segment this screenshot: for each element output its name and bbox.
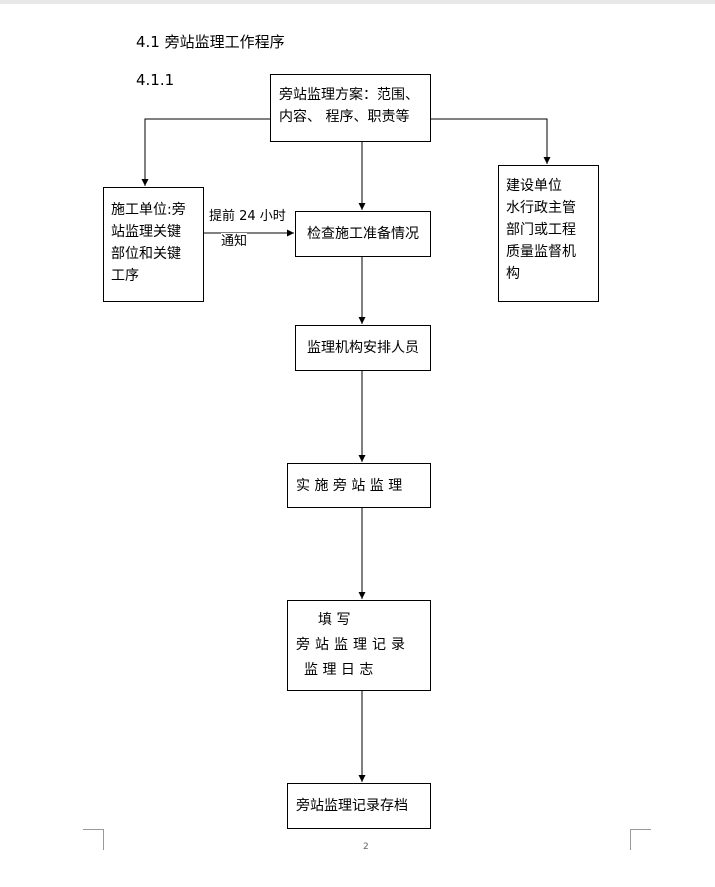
node-supervision-plan-line-1: 旁站监理方案：范围、 xyxy=(279,87,419,103)
node-contractor: 施工单位:旁 站监理关键 部位和关键 工序 xyxy=(103,187,204,302)
node-contractor-line-4: 工序 xyxy=(111,268,139,284)
notify-label-line-2: 通知 xyxy=(221,233,248,251)
node-owner-authority-line-3: 部门或工程 xyxy=(506,222,576,238)
edge-plan-to-owner xyxy=(431,118,551,164)
node-supervision-plan: 旁站监理方案：范围、 内容、 程序、职责等 xyxy=(270,74,431,142)
node-check-preparation: 检查施工准备情况 xyxy=(295,211,431,257)
node-implement-supervision: 实 施 旁 站 监 理 xyxy=(287,463,431,508)
node-contractor-line-2: 站监理关键 xyxy=(111,224,181,240)
node-owner-authority-line-2: 水行政主管 xyxy=(506,200,576,216)
subsection-number: 4.1.1 xyxy=(136,71,175,89)
node-owner-authority: 建设单位 水行政主管 部门或工程 质量监督机 构 xyxy=(498,165,599,302)
node-owner-authority-line-4: 质量监督机 xyxy=(506,244,576,260)
node-contractor-line-1: 施工单位:旁 xyxy=(111,202,186,218)
node-fill-records-line-2: 旁站监理记录 xyxy=(296,637,410,653)
section-heading: 4.1 旁站监理工作程序 xyxy=(136,33,285,51)
node-supervision-plan-line-2: 内容、 程序、职责等 xyxy=(279,109,410,125)
node-fill-records: 填 写 旁站监理记录 监 理 日 志 xyxy=(287,600,431,691)
node-archive-records-label: 旁站监理记录存档 xyxy=(296,798,408,814)
margin-corner-left xyxy=(83,829,104,850)
node-check-preparation-label: 检查施工准备情况 xyxy=(307,226,419,242)
node-arrange-staff: 监理机构安排人员 xyxy=(295,325,431,371)
page-number: 2 xyxy=(363,842,369,852)
margin-corner-right xyxy=(630,829,651,850)
node-owner-authority-line-5: 构 xyxy=(506,266,520,282)
edge-plan-to-contractor xyxy=(141,118,270,186)
notify-label-line-1: 提前 24 小时 xyxy=(209,208,286,226)
node-implement-supervision-label: 实 施 旁 站 监 理 xyxy=(296,478,403,494)
page-top-edge xyxy=(0,0,715,4)
node-fill-records-line-1: 填 写 xyxy=(318,612,351,628)
node-arrange-staff-label: 监理机构安排人员 xyxy=(307,340,419,356)
node-archive-records: 旁站监理记录存档 xyxy=(287,783,431,829)
node-owner-authority-line-1: 建设单位 xyxy=(506,178,562,194)
node-contractor-line-3: 部位和关键 xyxy=(111,246,181,262)
node-fill-records-line-3: 监 理 日 志 xyxy=(304,662,374,678)
